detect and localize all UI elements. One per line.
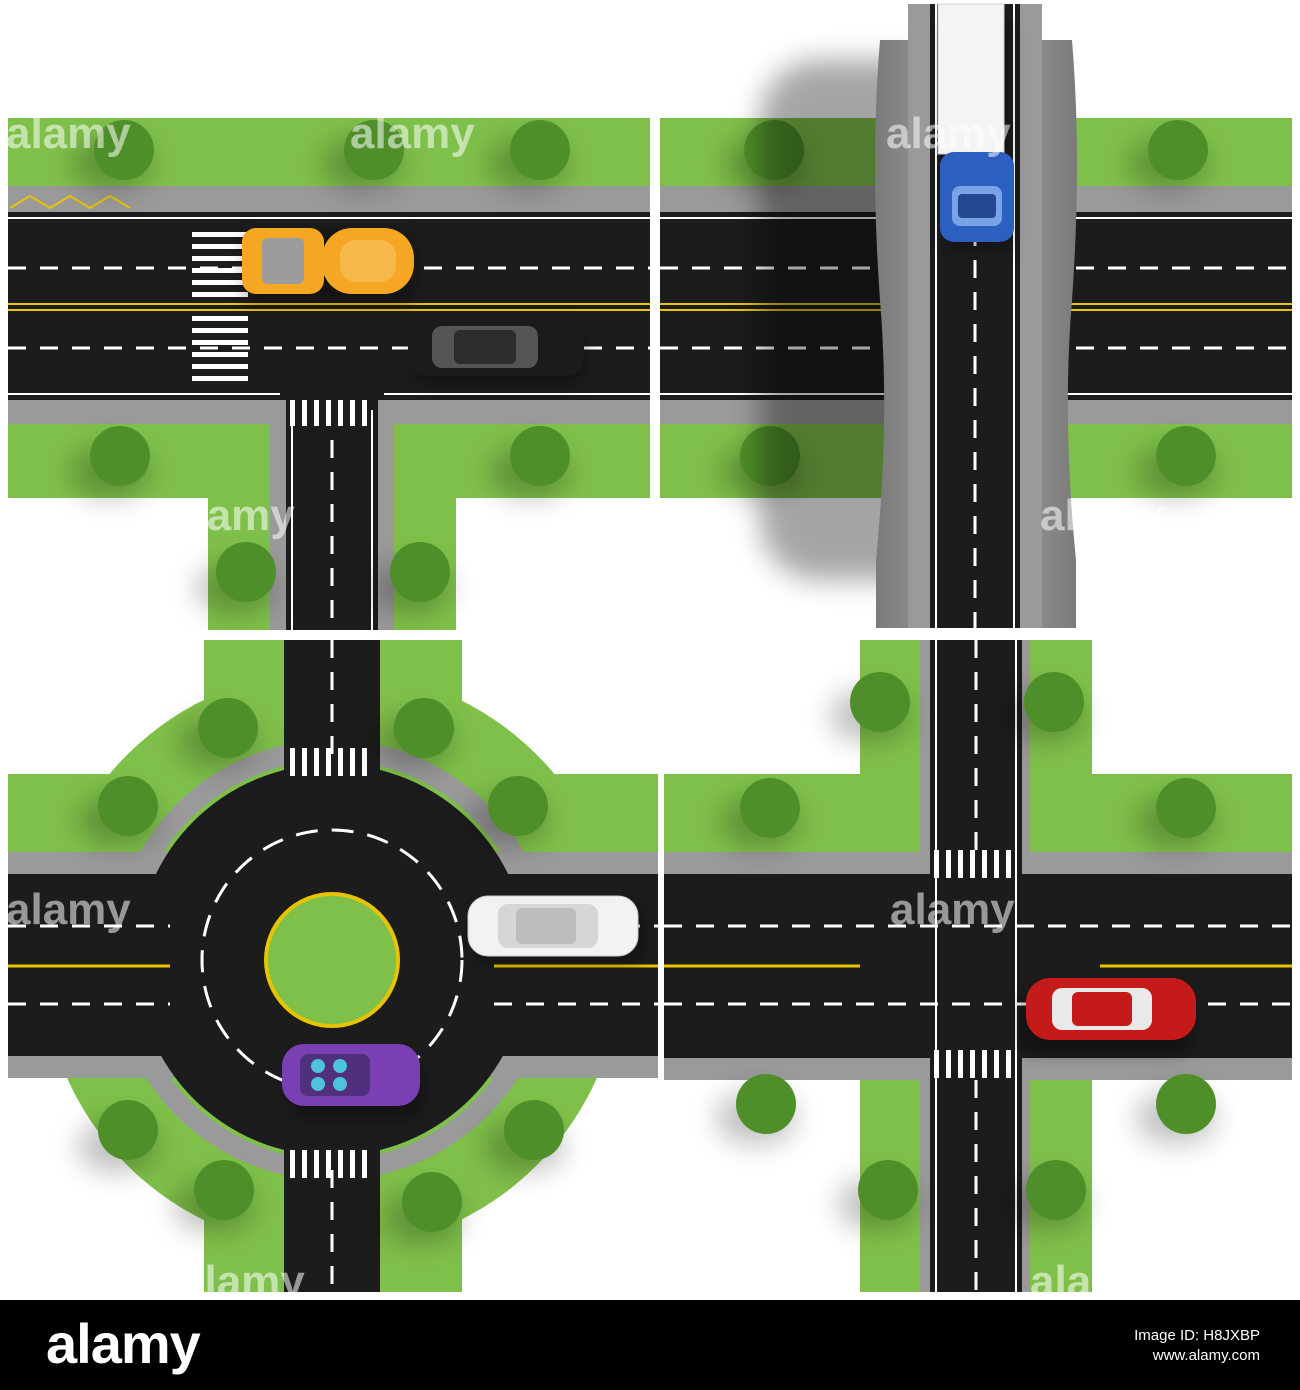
road-scene-illustration: alamy alamy alamy alamy alamy alamy alam… [6, 3, 1292, 1300]
svg-text:alamy: alamy [886, 109, 1011, 158]
tree [322, 120, 404, 190]
crosswalk [290, 748, 367, 776]
tree [70, 426, 150, 498]
crosswalk [290, 1150, 367, 1178]
svg-text:alamy: alamy [1040, 491, 1165, 540]
tree [716, 1074, 796, 1144]
panel-t-intersection [8, 118, 650, 630]
tree [78, 1100, 158, 1172]
sports-car [1020, 978, 1196, 1054]
tree [1006, 1160, 1086, 1230]
tree [1136, 1074, 1216, 1144]
panel-roundabout [8, 640, 658, 1292]
watermark: alamy alamy alamy alamy alamy alamy alam… [6, 109, 1165, 1300]
footer-bar: alamy Image ID: H8JXBP www.alamy.com [0, 1300, 1300, 1390]
tree [468, 776, 548, 846]
tree [838, 1160, 918, 1230]
svg-text:alamy: alamy [890, 885, 1015, 934]
tree [196, 542, 276, 614]
svg-text:alamy: alamy [1030, 1257, 1155, 1300]
tree [178, 698, 258, 768]
tree [1136, 778, 1216, 848]
tree [72, 120, 154, 190]
svg-text:alamy: alamy [6, 109, 131, 158]
convertible [282, 1044, 422, 1118]
tree [488, 120, 570, 190]
tanker-truck [242, 228, 414, 304]
tree [174, 1160, 254, 1232]
suv [467, 895, 644, 964]
tree [1004, 672, 1084, 742]
crosswalk [934, 1050, 1011, 1078]
alamy-logo: alamy [46, 1312, 201, 1375]
tree [1136, 426, 1216, 498]
svg-text:alamy: alamy [350, 109, 475, 158]
tree [370, 542, 450, 614]
svg-text:alamy: alamy [180, 1257, 305, 1300]
box-truck [937, 3, 1014, 250]
tree [1128, 120, 1208, 190]
svg-text:alamy: alamy [170, 491, 295, 540]
panel-overpass [660, 3, 1292, 628]
svg-text:alamy: alamy [6, 885, 131, 934]
panel-four-way-intersection [664, 640, 1292, 1292]
tree [78, 776, 158, 846]
tree [830, 672, 910, 742]
footer-meta: Image ID: H8JXBP www.alamy.com [1134, 1326, 1260, 1366]
crosswalk [934, 850, 1011, 878]
tree [720, 778, 800, 848]
site-url: www.alamy.com [1152, 1347, 1260, 1364]
crosswalk [290, 400, 367, 426]
tree [374, 698, 454, 768]
crosswalk [192, 232, 248, 381]
sedan [408, 318, 584, 384]
image-id: Image ID: H8JXBP [1134, 1327, 1260, 1344]
tree [382, 1172, 462, 1244]
tree [490, 426, 570, 498]
tree [484, 1100, 564, 1172]
